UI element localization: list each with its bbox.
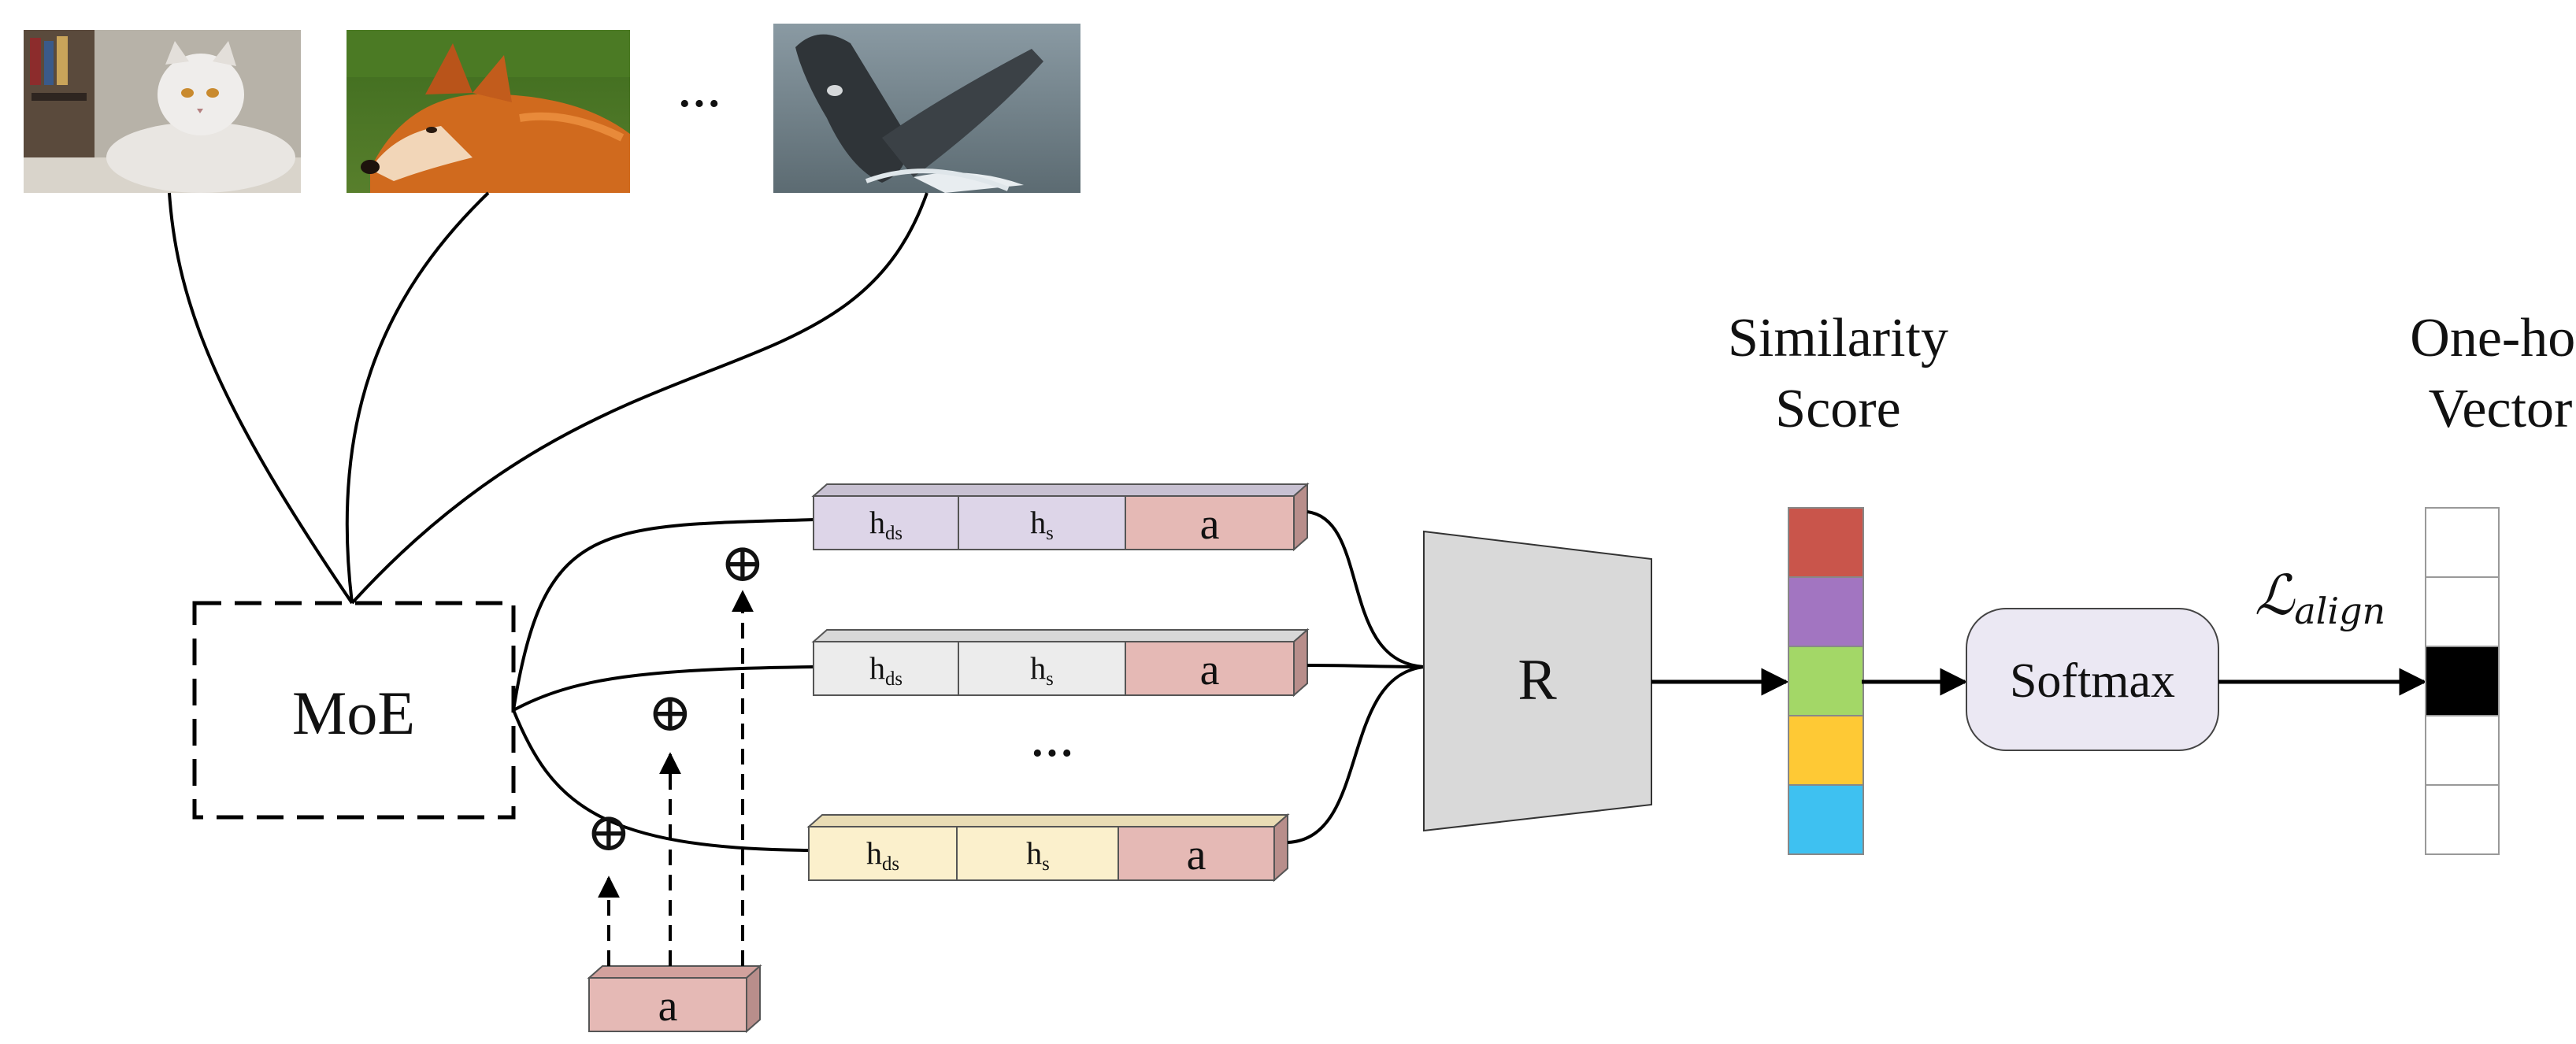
image-to-moe-curves xyxy=(168,191,928,605)
row3-a-cell xyxy=(1118,826,1275,881)
onehot-title-2: Vector xyxy=(2429,379,2573,439)
row3-hds-label: hds xyxy=(866,835,899,875)
row1-hs-label: hs xyxy=(1030,505,1054,544)
onehot-cell xyxy=(2425,715,2500,786)
moe-box: MoE xyxy=(192,601,516,820)
onehot-cell xyxy=(2425,576,2500,647)
similarity-cell xyxy=(1788,646,1864,716)
bottom-a-label: a xyxy=(658,982,678,1031)
softmax-box: Softmax xyxy=(1966,608,2219,751)
token-row-2: hds hs a xyxy=(811,628,1310,698)
onehot-cell xyxy=(2425,507,2500,578)
moe-label: MoE xyxy=(292,679,415,747)
whale-image xyxy=(773,24,1080,193)
row2-hds-label: hds xyxy=(869,650,903,690)
row1-a-label: a xyxy=(1200,500,1220,549)
row2-a-cell xyxy=(1125,641,1295,696)
plus-icon: ⊕ xyxy=(587,802,632,862)
similarity-cell xyxy=(1788,784,1864,855)
plus-icon: ⊕ xyxy=(721,533,765,593)
row1-hds-cell xyxy=(813,495,959,550)
similarity-cell xyxy=(1788,507,1864,578)
similarity-title-2: Score xyxy=(1775,379,1900,439)
row1-a-cell xyxy=(1125,495,1295,550)
row3-hds-cell xyxy=(808,826,958,881)
token-row-3: hds hs a xyxy=(806,813,1290,883)
dashed-arrows xyxy=(598,590,754,966)
row3-hs-cell xyxy=(956,826,1119,881)
plus-symbols: ⊕ ⊕ ⊕ xyxy=(587,533,765,862)
cat-image xyxy=(24,30,301,193)
similarity-score: Similarity Score xyxy=(1728,308,1948,855)
similarity-title-1: Similarity xyxy=(1728,308,1948,368)
similarity-cell xyxy=(1788,576,1864,647)
row-to-r-curves xyxy=(1287,510,1425,844)
row3-a-label: a xyxy=(1187,831,1206,879)
r-block: R xyxy=(1423,530,1652,832)
row1-hds-label: hds xyxy=(869,505,903,544)
onehot-title-1: One-hot xyxy=(2410,308,2576,368)
row3-hs-label: hs xyxy=(1026,835,1050,875)
bottom-a-token: a xyxy=(587,964,762,1034)
moe-to-row-curves xyxy=(512,518,814,852)
row2-hds-cell xyxy=(813,641,959,696)
row2-hs-label: hs xyxy=(1030,650,1054,690)
r-label: R xyxy=(1518,648,1557,713)
similarity-cell xyxy=(1788,715,1864,786)
softmax-label: Softmax xyxy=(2010,654,2175,708)
token-row-1: hds hs a xyxy=(811,482,1310,552)
onehot-cell xyxy=(2425,646,2500,716)
row-ellipsis: ··· xyxy=(1030,729,1074,778)
align-loss-label: ℒalign xyxy=(2255,563,2385,632)
fox-image xyxy=(347,30,630,193)
row2-a-label: a xyxy=(1200,646,1220,694)
onehot-cell xyxy=(2425,784,2500,855)
plus-icon: ⊕ xyxy=(648,683,693,742)
image-ellipsis: ··· xyxy=(677,80,721,128)
onehot-vector: One-hot Vector xyxy=(2410,308,2576,855)
row1-hs-cell xyxy=(958,495,1126,550)
